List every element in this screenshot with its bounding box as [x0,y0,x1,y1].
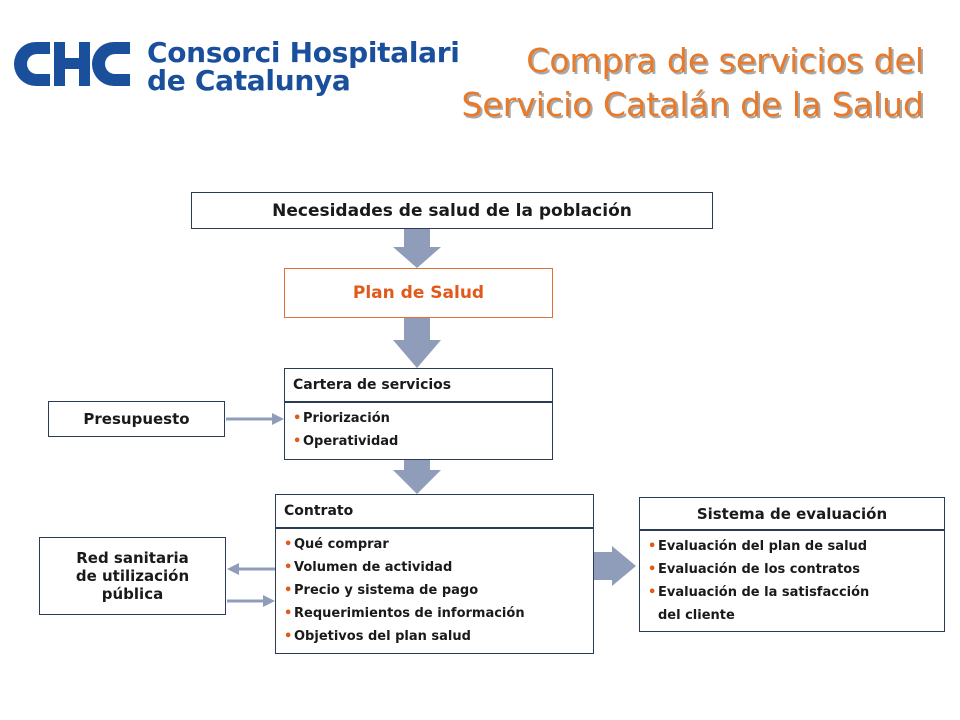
contrato-title: Contrato [276,495,593,529]
list-item: •Qué comprar [284,533,525,556]
list-item: •Evaluación del plan de salud [648,535,869,558]
plan-de-salud-box: Plan de Salud [284,268,553,318]
red-line2: de utilización [75,567,190,585]
sistema-evaluacion-box: Sistema de evaluación •Evaluación del pl… [639,497,945,632]
red-line1: Red sanitaria [76,549,189,567]
bullet-icon: • [648,539,657,554]
list-item: •Evaluación de los contratos [648,558,869,581]
necesidades-box: Necesidades de salud de la población [191,192,713,229]
red-sanitaria-box: Red sanitaria de utilización pública [39,537,226,615]
bullet-icon: • [293,411,302,426]
bullet-icon: • [284,606,293,621]
bullet-icon: • [284,560,293,575]
page-title-line2: Servicio Catalán de la Salud [461,85,924,124]
list-item: •Requerimientos de información [284,602,525,625]
cartera-list: •Priorización •Operatividad [293,407,398,453]
bullet-icon: • [293,434,302,449]
list-item: •Volumen de actividad [284,556,525,579]
down-arrow-icon [393,318,441,368]
down-arrow-icon [393,460,441,494]
list-item: •Operatividad [293,430,398,453]
org-name-line1: Consorci Hospitalari [147,36,460,69]
bullet-icon: • [648,585,657,600]
list-item: •Evaluación de la satisfacción [648,581,869,604]
evaluacion-title: Sistema de evaluación [640,498,944,531]
org-name-line2: de Catalunya [147,64,351,97]
bullet-icon: • [284,583,293,598]
evaluacion-list: •Evaluación del plan de salud •Evaluació… [648,535,869,627]
list-item: •Priorización [293,407,398,430]
list-item: •Precio y sistema de pago [284,579,525,602]
right-arrow-icon [594,546,636,586]
contrato-list: •Qué comprar •Volumen de actividad •Prec… [284,533,525,648]
contrato-box: Contrato •Qué comprar •Volumen de activi… [275,494,594,654]
red-line3: pública [101,585,164,603]
presupuesto-box: Presupuesto [48,401,225,437]
chc-logo-icon [14,42,130,86]
cartera-servicios-box: Cartera de servicios •Priorización •Oper… [284,368,553,460]
page-title-line1: Compra de servicios del [526,41,924,80]
bullet-icon: • [284,629,293,644]
cartera-title: Cartera de servicios [285,369,552,403]
bullet-icon: • [284,537,293,552]
bullet-icon: • [648,562,657,577]
down-arrow-icon [393,229,441,268]
list-item: •Objetivos del plan salud [284,625,525,648]
list-item-continuation: del cliente [658,608,735,623]
